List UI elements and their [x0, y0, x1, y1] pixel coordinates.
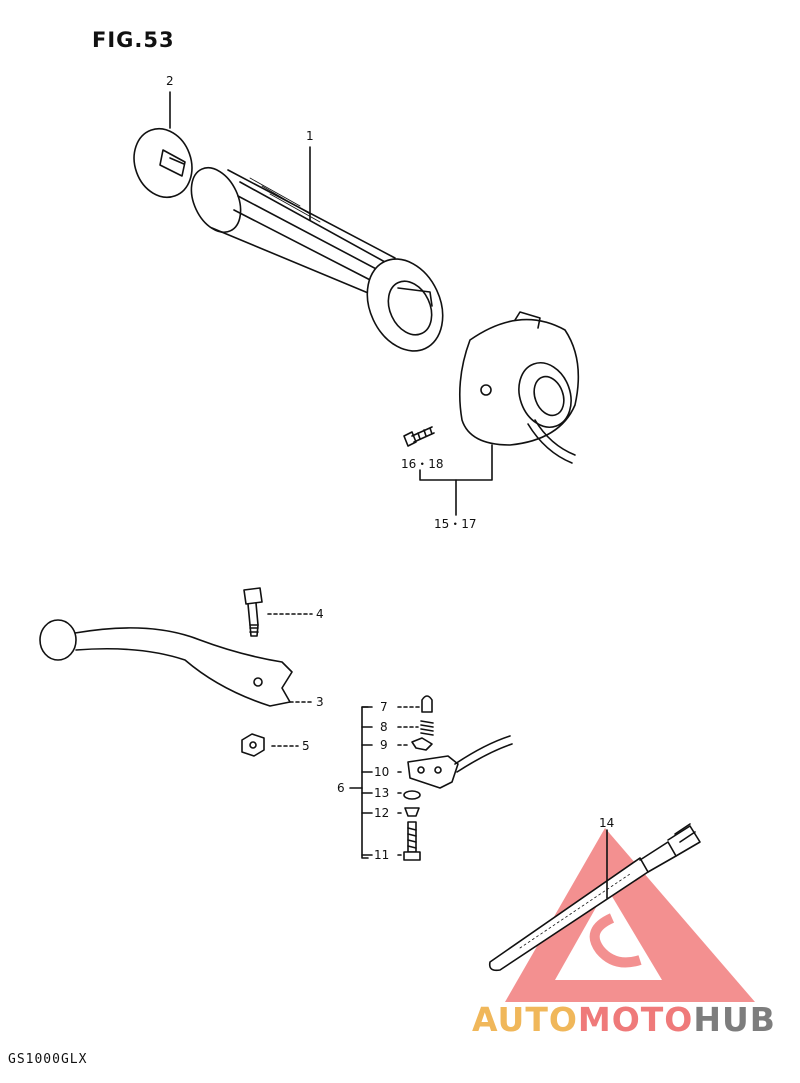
- part-8-spring: [420, 720, 434, 736]
- part-15-switch-housing: [458, 311, 580, 464]
- callout-16-18: 16・18: [401, 457, 444, 471]
- callout-7: 7: [380, 700, 388, 714]
- watermark-text-moto: MOTO: [577, 1000, 694, 1039]
- callout-10: 10: [374, 765, 390, 779]
- callout-9: 9: [380, 738, 388, 752]
- part-3-lever: [39, 619, 313, 707]
- callout-5: 5: [302, 739, 310, 753]
- callout-12: 12: [374, 806, 390, 820]
- callout-6: 6: [337, 781, 345, 795]
- callout-2: 2: [166, 74, 174, 88]
- part-9-clip: [411, 737, 433, 751]
- callout-3: 3: [316, 695, 324, 709]
- part-5-nut: [241, 733, 299, 757]
- part-2-end-cap: [133, 127, 193, 199]
- part-4-bolt: [243, 587, 263, 637]
- callout-14: 14: [599, 816, 615, 830]
- part-7-cap: [421, 695, 433, 713]
- part-10-switch: [407, 735, 513, 789]
- watermark-text-auto: AUTO: [472, 1000, 578, 1039]
- watermark-logo: AUTOMOTOHUB: [472, 1000, 776, 1039]
- callout-8: 8: [380, 720, 388, 734]
- watermark-triangle-icon: [505, 828, 755, 1002]
- callout-13: 13: [374, 786, 390, 800]
- part-1-grip: [190, 167, 444, 352]
- callout-11: 11: [374, 848, 390, 862]
- watermark-text-hub: HUB: [693, 1000, 776, 1039]
- figure-title: FIG.53: [92, 28, 175, 52]
- bracket-6: [361, 706, 369, 859]
- part-12-washer: [404, 807, 420, 817]
- callout-1: 1: [306, 129, 314, 143]
- part-16-screw: [403, 426, 435, 447]
- callout-15-17: 15・17: [434, 517, 477, 531]
- part-14-strap: [488, 823, 701, 972]
- callout-4: 4: [316, 607, 324, 621]
- part-13-washer: [403, 790, 421, 800]
- model-code: GS1000GLX: [8, 1052, 88, 1067]
- part-11-screw: [403, 821, 421, 861]
